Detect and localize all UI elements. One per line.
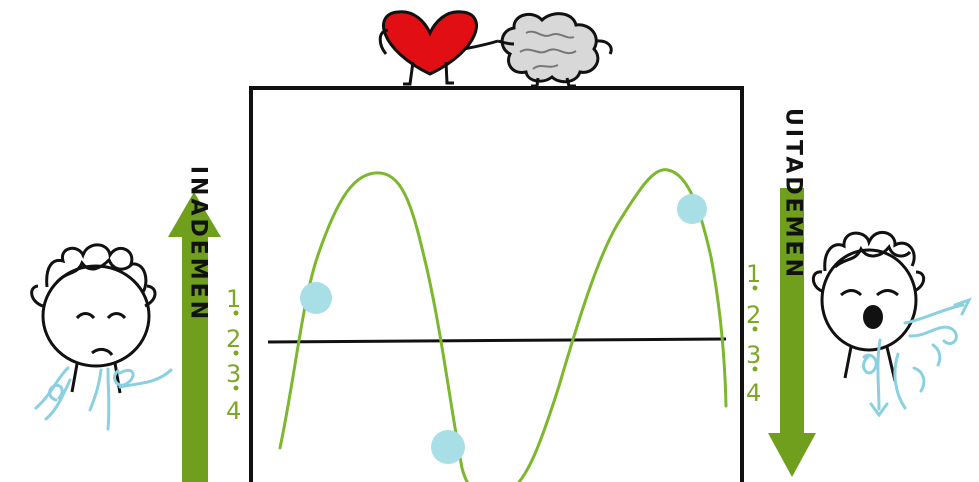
exhale-count-2: 2 [746, 301, 761, 329]
baseline [267, 337, 727, 344]
exhale-count-4: 4 [746, 379, 761, 407]
exhale-count: 1 2 3 4 [746, 260, 761, 407]
exhaling-face-icon [811, 230, 926, 382]
exhale-count-1: 1 [746, 260, 761, 288]
inhale-count-1: 1 [226, 285, 241, 313]
heart-character-icon [378, 10, 499, 86]
inhale-count-4: 4 [226, 397, 241, 425]
inhale-count-3: 3 [226, 360, 241, 388]
exhale-label: UITADEMEN [781, 108, 806, 280]
exhale-breath-swirls [862, 297, 973, 418]
down-arrow-icon [768, 188, 816, 477]
inhale-count: 1 2 3 4 [226, 285, 241, 425]
breath-wave [278, 168, 728, 482]
up-arrow-icon [168, 192, 221, 482]
graph-frame [249, 86, 744, 482]
inhaling-face-icon [30, 243, 157, 394]
breath-point-1 [300, 282, 332, 314]
brain-character-icon [497, 12, 613, 88]
breath-point-2 [431, 430, 465, 464]
inhale-label: INADEMEN [186, 166, 211, 322]
inhale-count-2: 2 [226, 325, 241, 353]
breath-point-3 [677, 194, 707, 224]
exhale-count-3: 3 [746, 341, 761, 369]
inhale-breath-swirls [34, 366, 173, 431]
